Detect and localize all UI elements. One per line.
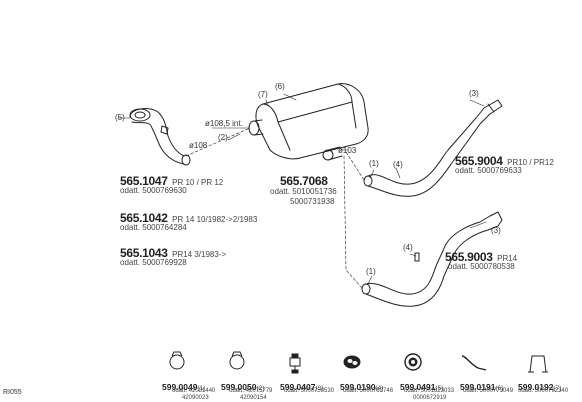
accessory-odatt: odatt. 5001823033 <box>404 388 455 394</box>
part-spec: PR14 3/1983-> <box>172 250 227 259</box>
accessory-ref: (5) <box>435 385 444 392</box>
part-565-1043: 565.1043 PR14 3/1983-> <box>120 245 226 261</box>
accessory-1: 599.0049(1) <box>162 378 205 394</box>
part-code: 565.9003 <box>445 250 493 264</box>
dimension-103: ø103 <box>338 146 357 155</box>
accessory-code: 599.0407 <box>280 382 316 392</box>
accessory-6: 599.0191(6) <box>460 378 503 394</box>
bolt-icon <box>289 353 301 374</box>
callout-1-lower: (1) <box>366 267 376 276</box>
part-odatt: odatt. 5000780538 <box>448 262 515 271</box>
part-spec: PR14 <box>497 254 518 263</box>
accessory-2: 599.0050(2) <box>221 378 264 394</box>
accessory-3: 599.0407(3) <box>280 378 323 394</box>
accessory-ref: (3) <box>315 385 324 392</box>
part-odatt: odatt. 5000769633 <box>455 166 522 175</box>
clamp-icon <box>229 351 245 370</box>
accessory-odatt-secondary: 42090023 <box>182 395 209 401</box>
callout-7: (7) <box>258 90 268 99</box>
accessory-ref: (6) <box>495 385 504 392</box>
accessory-code: 599.0191 <box>460 382 496 392</box>
callout-2: (2) <box>218 133 228 142</box>
part-code: 565.1043 <box>120 246 168 260</box>
part-565-1042: 565.1042 PR 14 10/1982->2/1983 <box>120 210 257 226</box>
part-code: 565.1047 <box>120 174 168 188</box>
accessory-odatt-secondary: 42090154 <box>240 395 267 401</box>
accessory-code: 599.0050 <box>221 382 257 392</box>
part-odatt: odatt. 5000769630 <box>120 186 187 195</box>
part-565-7068: 565.7068 <box>280 174 328 188</box>
callout-5: (5) <box>115 113 125 122</box>
accessory-code: 599.0491 <box>400 382 436 392</box>
part-spec: PR 14 10/1982->2/1983 <box>172 215 258 224</box>
part-odatt-secondary: 5000731938 <box>290 197 335 206</box>
accessory-5: 599.0491(5) <box>400 378 443 394</box>
dimension-108-5-int: ø108,5 int. <box>205 119 243 128</box>
tail-pipe-lower-drawing <box>361 211 503 307</box>
dimension-108: ø108 <box>189 141 208 150</box>
accessory-ref: (2) <box>256 385 265 392</box>
accessory-ref: (1) <box>197 385 206 392</box>
callout-1-upper: (1) <box>369 159 379 168</box>
accessory-odatt-secondary: 0000672919 <box>413 395 447 401</box>
callout-4-upper: (4) <box>393 160 403 169</box>
rubber-mount-icon <box>343 355 361 369</box>
part-spec: PR 10 / PR 12 <box>172 178 224 187</box>
accessory-code: 599.0192 <box>518 382 554 392</box>
front-pipe-drawing <box>129 108 191 166</box>
part-odatt: odatt. 5010051736 <box>270 187 337 196</box>
accessory-odatt: odatt. 5000773049 <box>463 388 514 394</box>
part-odatt: odatt. 5000764284 <box>120 223 187 232</box>
drawing-reference: RI055 <box>3 389 22 396</box>
part-spec: PR10 / PR12 <box>507 158 554 167</box>
part-565-1047: 565.1047 PR 10 / PR 12 <box>120 173 223 189</box>
accessory-code: 599.0049 <box>162 382 198 392</box>
accessory-ref: (7) <box>553 385 562 392</box>
accessory-4: 599.0190(4) <box>340 378 383 394</box>
accessory-ref: (4) <box>375 385 384 392</box>
part-565-9004: 565.9004 PR10 / PR12 <box>455 153 554 169</box>
part-code: 565.9004 <box>455 154 503 168</box>
gasket-icon <box>404 353 422 371</box>
callout-6: (6) <box>275 82 285 91</box>
clamp-icon <box>169 351 185 370</box>
accessory-odatt: odatt. 42081440 <box>172 388 216 394</box>
part-code: 565.1042 <box>120 211 168 225</box>
accessory-code: 599.0190 <box>340 382 376 392</box>
accessory-odatt: odatt. 5000792340 <box>518 388 569 394</box>
callout-3-lower: (3) <box>491 226 501 235</box>
rod-hanger-icon <box>461 355 487 371</box>
accessory-7: 599.0192(7) <box>518 378 561 394</box>
part-565-9003: 565.9003 PR14 <box>445 249 517 265</box>
part-odatt: odatt. 5000769928 <box>120 258 187 267</box>
tail-pipe-upper-drawing <box>363 99 503 197</box>
callout-4-lower: (4) <box>403 243 413 252</box>
callout-3-upper: (3) <box>469 89 479 98</box>
accessory-odatt: odatt. 5000750530 <box>284 388 335 394</box>
accessory-odatt: odatt. 5000762746 <box>343 388 394 394</box>
muffler-drawing <box>248 83 369 161</box>
accessory-odatt: odatt. 42075779 <box>229 388 273 394</box>
bracket-icon <box>528 355 548 373</box>
